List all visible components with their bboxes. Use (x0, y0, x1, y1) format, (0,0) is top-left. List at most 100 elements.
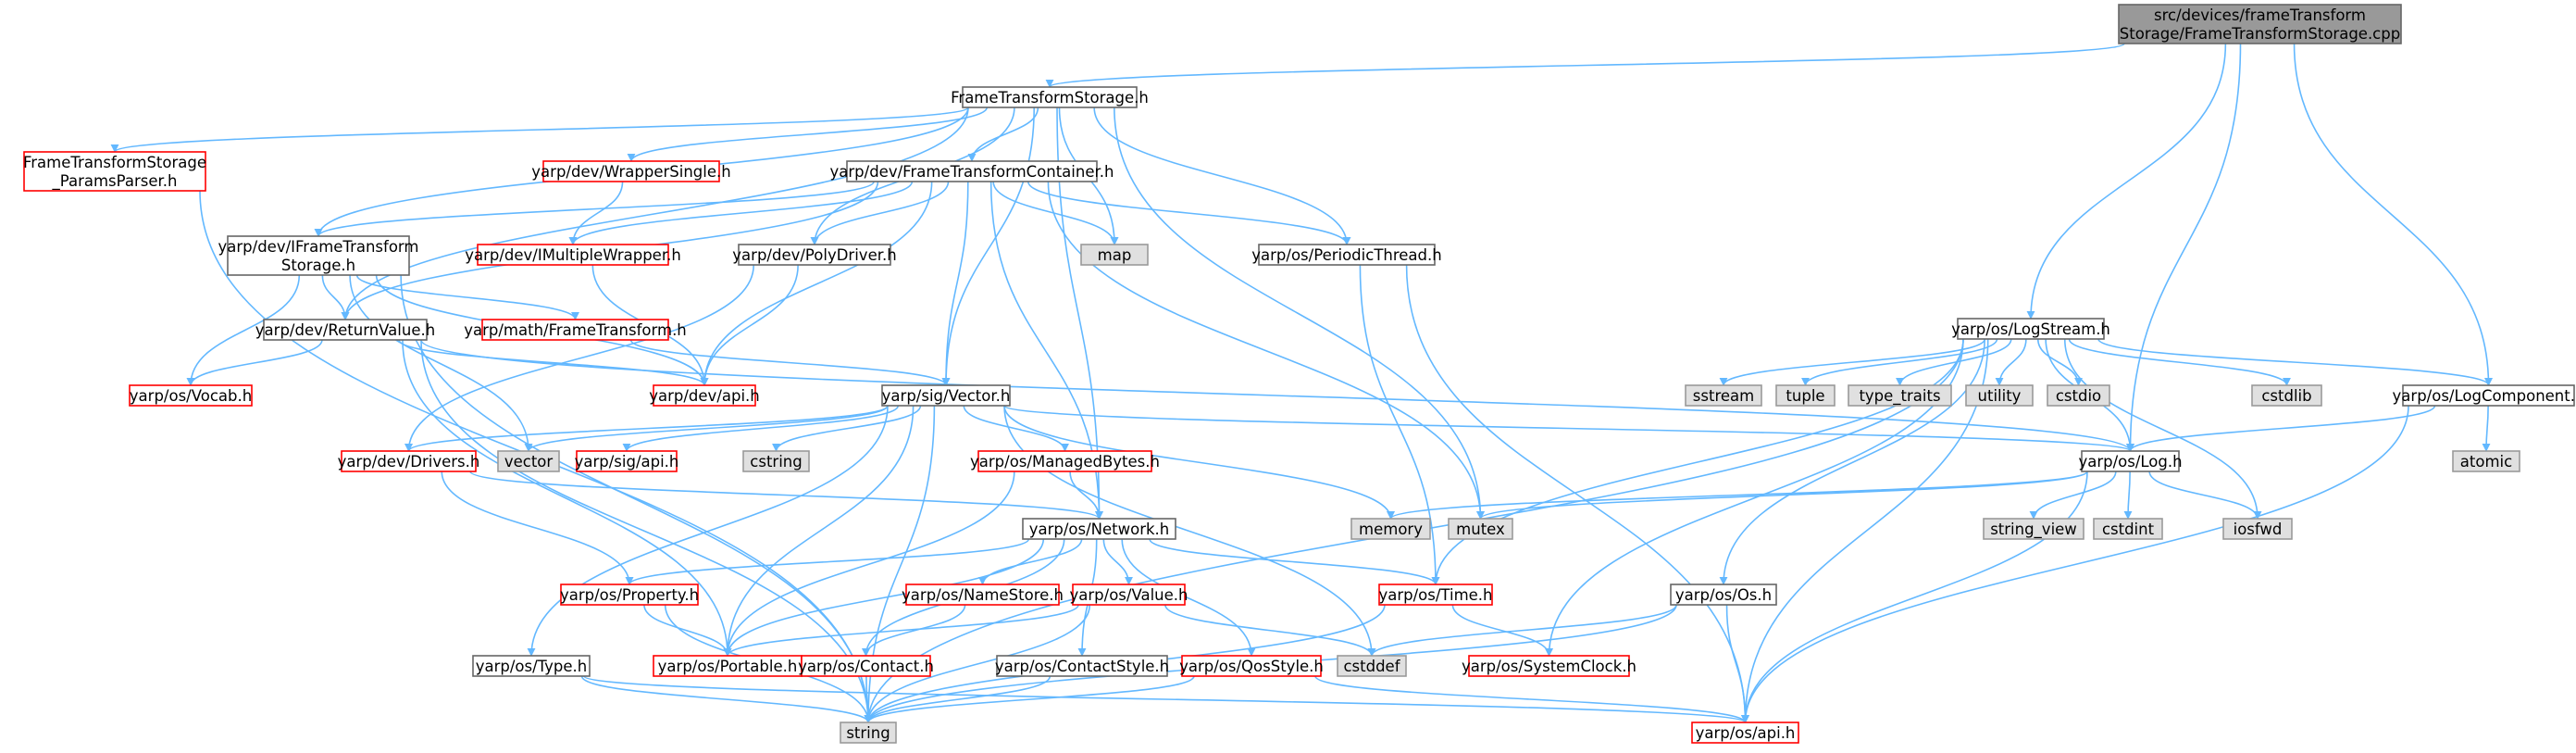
node-mathft[interactable]: yarp/math/FrameTransform.h (464, 319, 687, 341)
node-memory[interactable]: memory (1350, 518, 1431, 540)
edge-namestore-to-contact (862, 604, 966, 657)
node-cstdint[interactable]: cstdint (2093, 518, 2163, 540)
node-label-memory: memory (1359, 521, 1423, 538)
node-logstream[interactable]: yarp/os/LogStream.h (1951, 318, 2110, 340)
edge-fts-to-retval (341, 107, 969, 320)
edge-value-to-string (864, 604, 1091, 723)
node-drivers[interactable]: yarp/dev/Drivers.h (338, 450, 480, 472)
node-type_traits[interactable]: type_traits (1848, 384, 1952, 407)
node-log[interactable]: yarp/os/Log.h (2078, 450, 2183, 472)
node-qos[interactable]: yarp/os/QosStyle.h (1179, 655, 1324, 677)
node-managed[interactable]: yarp/os/ManagedBytes.h (970, 450, 1160, 472)
node-sysclock[interactable]: yarp/os/SystemClock.h (1462, 655, 1636, 677)
node-value[interactable]: yarp/os/Value.h (1070, 584, 1188, 606)
edge-vector_h-to-cstring (772, 405, 922, 452)
node-polydriver[interactable]: yarp/dev/PolyDriver.h (732, 244, 897, 266)
node-osapi[interactable]: yarp/os/api.h (1691, 722, 1799, 744)
node-box-cstdio (2047, 384, 2110, 407)
node-box-value (1072, 584, 1186, 606)
node-label-utility: utility (1978, 387, 2022, 405)
node-property[interactable]: yarp/os/Property.h (560, 584, 699, 606)
node-network[interactable]: yarp/os/Network.h (1022, 518, 1176, 540)
node-time[interactable]: yarp/os/Time.h (1378, 584, 1493, 606)
node-tuple[interactable]: tuple (1775, 384, 1836, 407)
node-label-cstring: cstring (750, 453, 802, 471)
node-label-type: yarp/os/Type.h (476, 658, 588, 675)
node-box-map (1080, 244, 1149, 266)
node-cstring[interactable]: cstring (742, 450, 810, 472)
node-os_h[interactable]: yarp/os/Os.h (1670, 584, 1777, 606)
node-string[interactable]: string (840, 722, 897, 744)
edge-time-to-sysclock (1451, 604, 1553, 657)
node-mutex[interactable]: mutex (1448, 518, 1513, 540)
edge-managed-to-portable (723, 471, 1015, 657)
node-box-sysclock (1468, 655, 1630, 677)
node-fts[interactable]: FrameTransformStorage.h (951, 86, 1149, 108)
node-atomic[interactable]: atomic (2452, 450, 2520, 472)
node-label-string: string (846, 724, 890, 742)
node-wrapper_single[interactable]: yarp/dev/WrapperSingle.h (531, 160, 731, 182)
node-label-vector: vector (504, 453, 554, 471)
edge-log-to-memory (1387, 471, 2088, 520)
node-box-sigapi (576, 450, 678, 472)
node-box-vector_h (881, 384, 1011, 407)
node-box-vocab (129, 384, 253, 407)
node-label-property: yarp/os/Property.h (560, 586, 699, 604)
node-periodic[interactable]: yarp/os/PeriodicThread.h (1251, 244, 1442, 266)
node-box-iosfwd (2222, 518, 2293, 540)
node-label-cstdio: cstdio (2056, 387, 2101, 405)
node-box-ift (227, 235, 410, 276)
edge-os_h-to-osapi (1725, 604, 1749, 723)
node-sigapi[interactable]: yarp/sig/api.h (575, 450, 679, 472)
node-box-qos (1181, 655, 1322, 677)
node-box-osapi (1691, 722, 1799, 744)
node-ftsp[interactable]: FrameTransformStorage_ParamsParser.h (23, 151, 206, 192)
edge-vector_h-to-managed (963, 405, 1069, 452)
node-vector_h[interactable]: yarp/sig/Vector.h (881, 384, 1011, 407)
node-box-cstddef (1337, 655, 1407, 677)
node-contactstyle[interactable]: yarp/os/ContactStyle.h (995, 655, 1169, 677)
node-retval[interactable]: yarp/dev/ReturnValue.h (255, 319, 435, 341)
node-portable[interactable]: yarp/os/Portable.h (653, 655, 803, 677)
node-label-atomic: atomic (2460, 453, 2512, 471)
node-vector[interactable]: vector (497, 450, 560, 472)
edge-ftc-to-devapi (700, 181, 933, 386)
edge-ftc-to-periodic (1027, 181, 1351, 245)
node-cstdio[interactable]: cstdio (2047, 384, 2110, 407)
node-contact[interactable]: yarp/os/Contact.h (798, 655, 934, 677)
node-string_view[interactable]: string_view (1983, 518, 2084, 540)
node-label-contactstyle: yarp/os/ContactStyle.h (995, 658, 1169, 675)
edge-vector_h-to-vector (524, 405, 889, 452)
node-box-tuple (1775, 384, 1836, 407)
edge-root-to-log (2126, 43, 2242, 452)
node-ftc[interactable]: yarp/dev/FrameTransformContainer.h (830, 160, 1114, 182)
node-sstream[interactable]: sstream (1685, 384, 1762, 407)
node-box-os_h (1670, 584, 1777, 606)
node-type[interactable]: yarp/os/Type.h (472, 655, 591, 677)
node-cstddef[interactable]: cstddef (1337, 655, 1407, 677)
node-imw[interactable]: yarp/dev/IMultipleWrapper.h (465, 244, 681, 266)
node-box-network (1022, 518, 1176, 540)
node-namestore[interactable]: yarp/os/NameStore.h (902, 584, 1064, 606)
node-label-osapi: yarp/os/api.h (1696, 724, 1796, 742)
edge-type-to-string (580, 675, 873, 723)
node-map[interactable]: map (1080, 244, 1149, 266)
node-devapi[interactable]: yarp/dev/api.h (649, 384, 760, 407)
node-label-sstream: sstream (1693, 387, 1754, 405)
node-root[interactable]: src/devices/frameTransformStorage/FrameT… (2118, 4, 2402, 44)
node-box-periodic (1258, 244, 1436, 266)
edge-logstream-to-cstdio (2036, 338, 2083, 386)
node-iosfwd[interactable]: iosfwd (2222, 518, 2293, 540)
node-label-ift: Storage.h (281, 257, 355, 274)
node-logcomp[interactable]: yarp/os/LogComponent.h (2393, 384, 2576, 407)
node-cstdlib[interactable]: cstdlib (2251, 384, 2322, 407)
node-box-time (1378, 584, 1493, 606)
node-utility[interactable]: utility (1965, 384, 2034, 407)
edge-ift-to-vector (349, 274, 533, 452)
edge-logstream-to-sstream (1719, 338, 1985, 386)
node-label-sysclock: yarp/os/SystemClock.h (1462, 658, 1636, 675)
edge-vector_h-to-memory (1003, 405, 1395, 520)
node-vocab[interactable]: yarp/os/Vocab.h (129, 384, 253, 407)
